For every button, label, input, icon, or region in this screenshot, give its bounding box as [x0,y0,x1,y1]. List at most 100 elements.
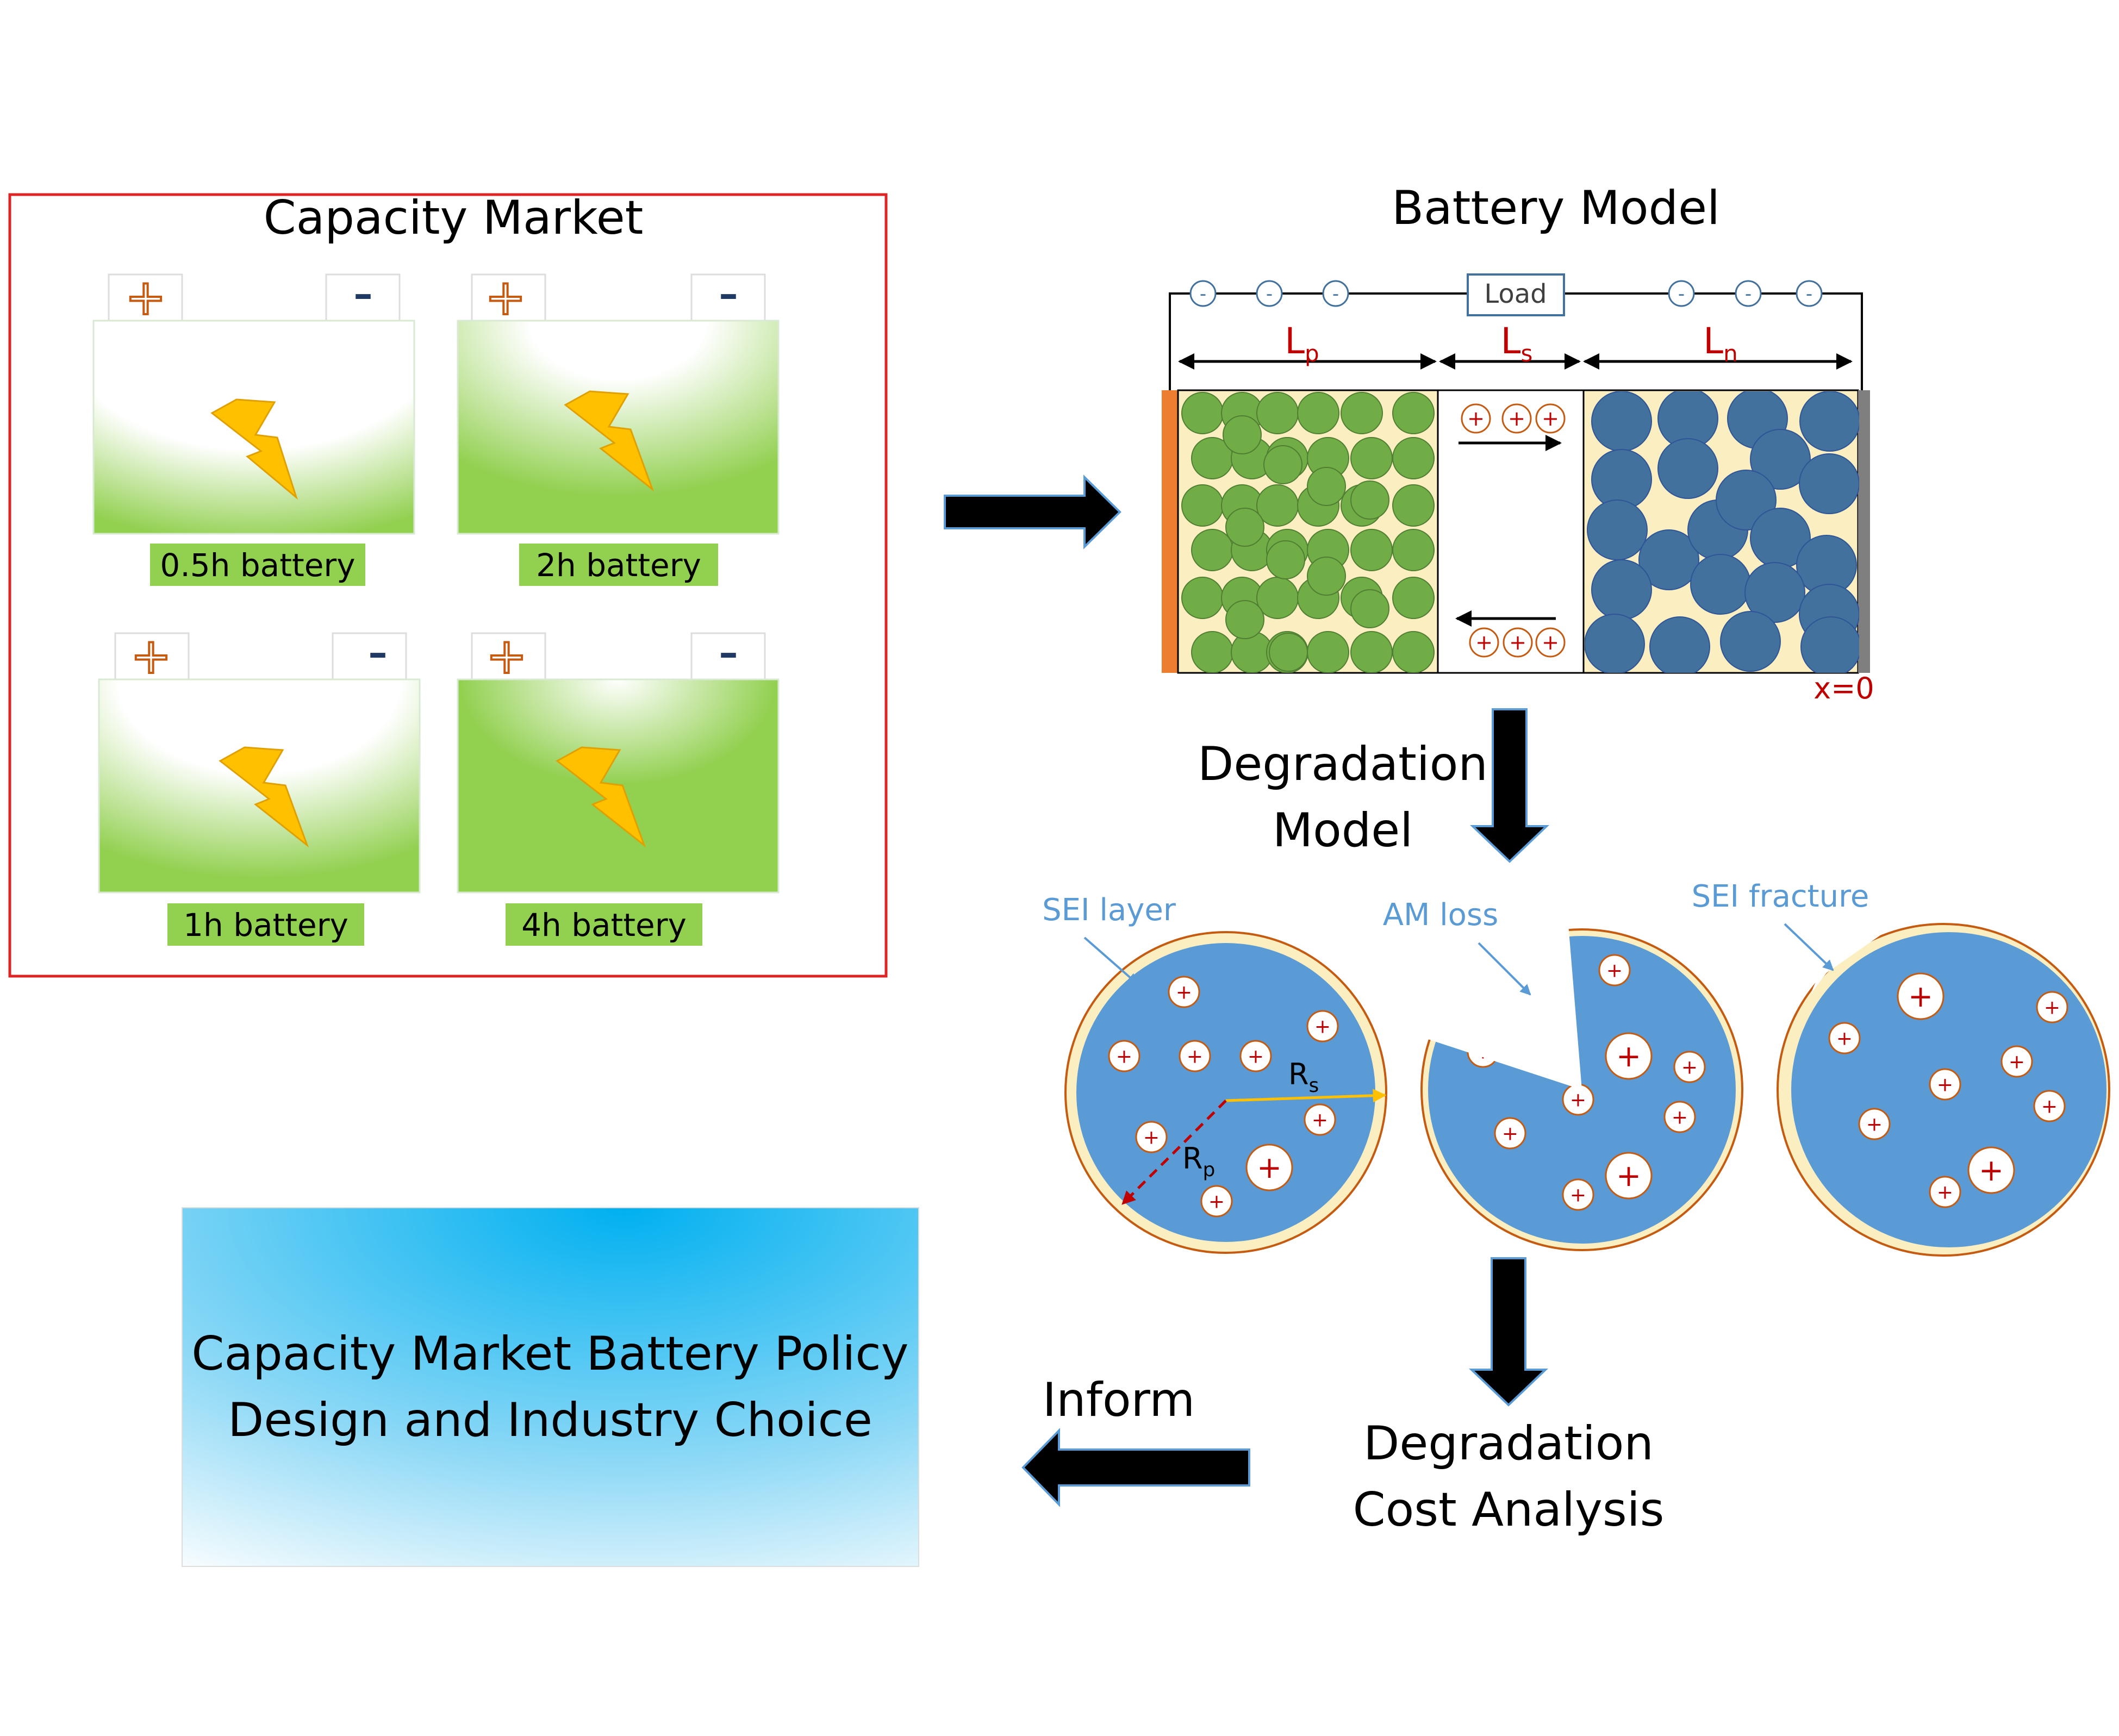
cathode-particle [1181,577,1224,619]
lightning-bolt-icon [564,390,655,492]
electron-symbol: - [1200,283,1206,305]
sei-fracture-label: SEI fracture [1692,879,1869,914]
ion-symbol: + [1314,1016,1331,1038]
ion-symbol: + [1606,960,1623,982]
ion-icon [1897,972,1945,1020]
cathode-particle [1266,540,1305,579]
ion-symbol: + [1475,630,1493,654]
ion-symbol: + [1257,1150,1282,1185]
ion-icon [1605,1032,1653,1080]
load-box [1467,273,1565,316]
ion-icon [1858,1108,1891,1140]
anode-particle [1638,529,1699,590]
cathode-particle [1392,529,1435,571]
electron-icon [1796,280,1823,307]
origin-label: x=0 [1813,671,1874,705]
minus-icon: – [719,630,738,675]
cathode-particle [1392,577,1435,619]
cathode-particle [1341,392,1383,434]
ion-symbol: + [1866,1114,1883,1136]
anode-collector [1858,390,1870,673]
ion-icon [1239,1040,1272,1072]
ion-icon [1828,1022,1861,1054]
ion-icon [1663,1101,1696,1133]
anode-particles [1585,391,1859,673]
cathode-particle [1269,633,1308,672]
fracture-gap [1810,924,1881,995]
cathode-particle [1307,631,1349,673]
anode-particle [1591,391,1652,452]
cathode-particle [1307,557,1346,596]
ion-symbol: + [2009,1051,2025,1073]
arrow-left-icon [1021,1428,1250,1507]
ion-icon [1967,1146,2015,1194]
sei-layer-pointer [1083,936,1138,985]
battery-label-box [150,544,365,586]
ion-icon [1929,1068,1961,1101]
cathode-particle [1307,467,1346,506]
battery-4h: + – 4h battery [457,627,780,946]
ion-icon [1929,1176,1961,1208]
ion-icon [1503,627,1533,658]
ion-symbol: + [1502,1123,1518,1145]
cathode-particle [1350,631,1393,673]
cathode-particle [1350,529,1393,571]
inform-label: Inform [1043,1373,1195,1427]
electron-symbol: - [1806,283,1812,305]
ion-icon [1200,1185,1233,1217]
degradation-particles: +++++++++ Rs Rp SEI layer +++++++++ AM l… [1042,879,2110,1257]
ion-symbol: + [1542,407,1559,430]
battery-label-box [506,903,702,946]
ion-symbol: + [1979,1153,2004,1188]
positive-terminal [471,632,546,680]
ion-symbol: + [1937,1074,1953,1096]
ion-icon [2033,1090,2066,1122]
electron-symbol: - [1745,283,1752,305]
plus-icon: + [125,269,166,326]
ion-symbol: + [1208,1191,1225,1213]
ion-icon [1461,403,1491,434]
cathode-particle [1350,480,1389,520]
minus-icon: – [354,272,373,316]
anode-particle [1800,616,1859,673]
battery-0-5h: + – 0.5h battery [92,268,415,586]
ion-icon [1535,403,1566,434]
ion-symbol: + [1116,1046,1132,1068]
ion-symbol: + [1616,1158,1641,1193]
battery-2h: + – 2h battery [457,268,780,586]
ion-symbol: + [1248,1046,1264,1068]
ion-symbol: + [1509,630,1526,654]
ion-icon [1179,1040,1211,1072]
ion-icon [1535,627,1566,658]
lightning-bolt-icon [219,746,309,848]
sei-fracture-pointer [1784,923,1834,971]
battery-model: Battery Model Load - - - - - - Lp Ls Ln [1162,181,1874,705]
ion-icon [1501,403,1532,434]
negative-terminal [690,273,766,322]
ion-icon [1605,1152,1653,1200]
particle-sei-layer: +++++++++ Rs Rp SEI layer [1042,892,1387,1254]
ion-icon [1108,1040,1140,1072]
ion-icon [1673,1051,1706,1083]
battery-label: 2h battery [536,547,701,584]
ion-symbol: + [1570,1184,1586,1207]
battery-label-box [167,903,364,946]
plus-icon: + [130,628,171,685]
arrow-down-icon [1469,1257,1548,1407]
ion-symbol: + [1908,979,1933,1014]
particle-sei-fracture: +++++++++ SEI fracture [1692,879,2110,1257]
cathode-particle [1223,415,1262,454]
cathode-particle [1350,589,1389,628]
battery-label: 0.5h battery [160,547,355,584]
active-particle [1076,943,1375,1242]
ln-label: Ln [1703,320,1737,367]
ion-icon [1168,976,1200,1008]
rp-label: Rp [1182,1141,1215,1181]
capacity-market-border [8,193,888,978]
ion-symbol: + [2041,1096,2058,1118]
electron-symbol: - [1266,283,1273,305]
plus-icon: + [486,628,527,685]
